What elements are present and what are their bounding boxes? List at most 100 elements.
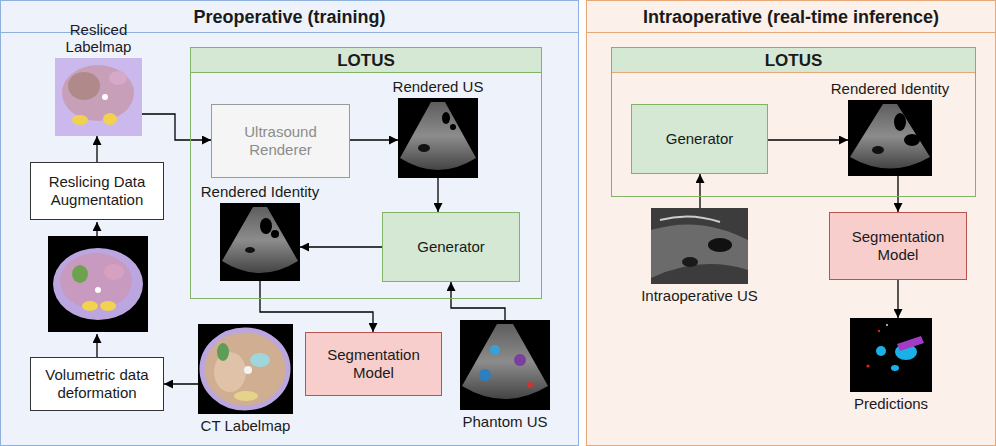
bone-region — [100, 301, 116, 311]
process-box: Generator — [382, 212, 520, 282]
image-ground — [850, 318, 932, 392]
vessel-region — [260, 218, 272, 234]
image-ground — [48, 236, 148, 332]
organ-region — [104, 264, 124, 280]
image-frame — [220, 203, 300, 281]
vessel-region — [102, 94, 108, 100]
tissue-streak — [660, 216, 720, 222]
axial-labelmap-image — [48, 236, 148, 332]
image-ground — [848, 100, 932, 176]
panel-ground — [0, 0, 579, 446]
rendered-identity-image — [848, 100, 932, 176]
ct-labelmap-image — [198, 324, 293, 414]
bone-region — [234, 391, 258, 401]
image-frame — [850, 318, 932, 392]
vessel-region — [245, 247, 255, 253]
box-label: Generator — [666, 130, 734, 148]
image-ground — [55, 58, 142, 136]
box-label-group: Ultrasound Renderer — [218, 123, 343, 159]
flow-arrow — [96, 136, 97, 162]
bone-region — [82, 301, 98, 311]
image-ground — [460, 320, 550, 410]
flow-arrow — [451, 282, 505, 320]
image-caption: Resliced Labelmap — [49, 21, 149, 56]
box-label-group: Generator — [417, 238, 485, 256]
box-label-group: Volumetric data deformation — [37, 366, 157, 402]
resliced-labelmap-image — [55, 58, 142, 136]
box-label-group: Segmentation Model — [312, 346, 435, 382]
ultrasound-fan — [222, 207, 298, 273]
process-box: Ultrasound Renderer — [211, 104, 350, 178]
group-title: LOTUS — [191, 48, 541, 73]
image-panel: Predictions — [836, 318, 946, 412]
box-label: Reslicing Data Augmentation — [37, 173, 157, 209]
image-caption: Predictions — [854, 395, 928, 412]
box-label-group: Generator — [666, 130, 734, 148]
flow-arrow — [96, 334, 97, 357]
box-label: Segmentation Model — [312, 346, 435, 382]
image-caption: Intraoperative US — [641, 287, 758, 304]
image-ground — [398, 98, 478, 178]
rendered-us-image — [398, 98, 478, 178]
image-frame — [398, 98, 478, 178]
image-panel: Intraoperative US — [625, 208, 775, 304]
stage-panel: Intraoperative (real-time inference)LOTU… — [586, 0, 996, 446]
organ-region — [250, 353, 270, 367]
vessel-region — [271, 230, 279, 238]
box-label: Generator — [417, 238, 485, 256]
vessel-region — [682, 257, 698, 267]
ultrasound-fan — [462, 324, 548, 399]
vessel-region — [244, 366, 252, 374]
organ-region — [109, 71, 127, 85]
image-caption: Rendered US — [393, 78, 484, 95]
flow-arrow — [300, 246, 382, 247]
label-overlay — [514, 354, 526, 366]
panel-title: Intraoperative (real-time inference) — [587, 1, 995, 33]
vessel-region — [418, 144, 430, 152]
image-caption: Rendered Identity — [831, 80, 949, 97]
label-overlay — [527, 382, 533, 388]
bone-region — [103, 113, 117, 125]
image-panel: Resliced Labelmap — [49, 21, 149, 137]
body-region — [202, 330, 288, 408]
vessel-region — [894, 113, 906, 131]
process-box: Segmentation Model — [305, 332, 442, 396]
prediction-mask — [876, 346, 886, 356]
tissue-region — [651, 224, 748, 278]
label-overlay — [490, 345, 500, 355]
body-region — [53, 248, 143, 320]
image-panel: Rendered US — [378, 78, 498, 178]
ultrasound-fan — [400, 102, 476, 170]
predictions-image — [850, 318, 932, 392]
image-caption: Phantom US — [462, 413, 547, 430]
prediction-mask — [878, 330, 880, 332]
organ-region — [62, 65, 134, 121]
organ-region — [68, 72, 100, 100]
flow-arrow — [142, 114, 211, 140]
image-panel: CT Labelmap — [186, 324, 306, 434]
prediction-mask — [886, 324, 888, 326]
prediction-mask — [891, 365, 899, 371]
image-frame — [55, 58, 142, 136]
box-label: Volumetric data deformation — [37, 366, 157, 402]
image-panel: Rendered Identity — [195, 183, 325, 281]
vessel-region — [95, 287, 101, 293]
flow-arrow — [260, 281, 373, 332]
stage-panel: Preoperative (training)Resliced Labelmap… — [0, 0, 579, 446]
vessel-region — [450, 124, 456, 130]
box-label-group: Segmentation Model — [836, 228, 960, 264]
module-group: LOTUSGeneratorRendered Identity — [611, 47, 976, 197]
intraoperative-us-image — [651, 208, 748, 284]
phantom-us-image — [460, 320, 550, 410]
vessel-region — [904, 134, 920, 146]
panel-ground — [586, 0, 996, 446]
vessel-region — [708, 238, 732, 252]
flow-arrow — [897, 280, 898, 318]
flow-arrow — [164, 383, 198, 384]
image-ground — [198, 324, 293, 414]
flow-arrow — [699, 174, 700, 208]
rendered-identity-image — [220, 203, 300, 281]
image-frame — [460, 320, 550, 410]
bone-region — [72, 115, 88, 125]
